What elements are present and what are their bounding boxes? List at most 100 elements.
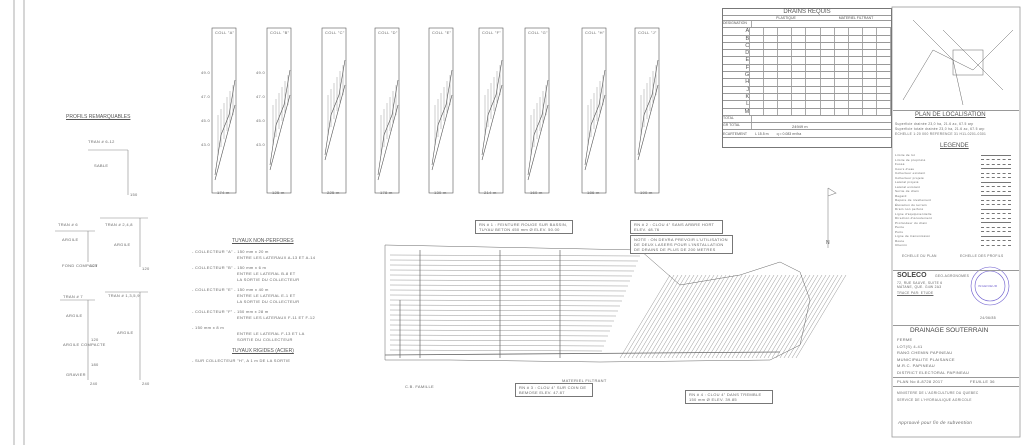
collector-profile-label: COLL "B" [270,30,290,35]
legend-item: Direction d'écoulement [895,216,1019,221]
lateral-drain [389,274,633,277]
row-designation: K [723,93,751,101]
soil-depth: 240 [142,381,150,386]
table-row: G [723,72,891,80]
lateral-drain [663,274,715,359]
lateral-drain [675,274,727,359]
rang-label: RANG CHEMIN PAPINEAU [897,350,953,355]
lateral-drain [727,274,779,359]
lateral-drain [759,274,811,359]
lateral-drain [389,324,613,327]
drains-required-table: DRAINS REQUIS PLASTIQUE MATERIEL FILTRAN… [722,8,892,148]
collector-length: 125 m [272,190,285,195]
location-map [893,10,1019,111]
table-row: H [723,79,891,87]
collector-profile-label: COLL "F" [482,30,502,35]
legend-item: Cours d'eau [895,167,1019,172]
collector-profile-label: COLL "H" [585,30,605,35]
legend-symbol [981,190,1011,192]
lateral-drain [647,274,699,359]
drain-profile-line [637,84,659,161]
legend-symbol [981,168,1011,170]
legend-symbol [981,163,1011,165]
laser-note: NOTE : ON DEVRA PREVOIR L'UTILISATION DE… [630,235,733,254]
row-designation: M [723,108,751,115]
legend-item: Chemin [895,243,1019,248]
field-boundary [384,244,811,363]
profile-frame [374,27,400,194]
legend-label: Pente [895,225,905,230]
benchmark-note-3: RN # 3 : CLOU 4" SUR COIN DE BEMOSE ELEV… [515,383,593,397]
signature-date: 24/06/85 [980,316,997,320]
lateral-drain [667,274,719,359]
legend-item: Élévation du terrain [895,203,1019,208]
legend-label: Collecteur existant [895,171,926,176]
pipe-notes-title: TUYAUX NON-PERFORES [232,238,294,244]
soil-layer: ARGILE COMPACTE [63,342,106,347]
soil-depth: 120 [90,263,98,268]
benchmark-note-2: RN # 2 : CLOU 4" SANS ARBRE HORT ELEV. 4… [630,220,723,234]
lateral-drain [389,319,615,322]
lateral-drain [389,279,631,282]
elevation-tick: 47.0 [201,94,210,99]
elevation-tick: 49.0 [201,70,210,75]
legend-label: Ligne d'équipotentielle [895,211,932,216]
pipe-note-line: - COLLECTEUR "F" - 150 mm x 28 m [192,309,269,314]
pipe-note-line: ENTRE LE LATERAL B-8 ET [237,271,296,276]
location-scale: ECHELLE 1:20 000 REFERENCE 31 H11-0201-0… [895,132,987,136]
soil-layer: ARGILE [114,242,131,247]
soil-depth-mark: 120 [91,337,99,342]
plastique-header: PLASTIQUE [776,16,796,20]
legend-label: Élévation du terrain [895,202,927,207]
lateral-drain [389,349,603,352]
lateral-drain [795,274,847,359]
pipe-note-line: ENTRE LE LATERAL E-1 ET [237,293,296,298]
lateral-drain [747,274,799,359]
firm-city: MATANE, QUE. G4W 2A3 [897,285,942,289]
elevation-tick: 45.0 [256,118,265,123]
legend-item: Fossé [895,162,1019,167]
lateral-drain [389,264,637,267]
legend-item: Limite de lot [895,153,1019,158]
profile-frame [211,27,237,194]
legend-symbol [981,226,1011,228]
lateral-drain [683,274,735,359]
legend-symbol [981,172,1011,174]
legend-item: Latéral projeté [895,180,1019,185]
table-row: D [723,50,891,58]
elevation-tick: 49.0 [256,70,265,75]
drain-profile-line [214,104,236,181]
legend-label: Route [895,238,905,243]
collector-profile-label: COLL "C" [325,30,345,35]
profile-frame [321,27,347,194]
legend-label: Puits [895,229,904,234]
legend-item: Limite de propriété [895,158,1019,163]
table-row: J [723,86,891,94]
row-designation: E [723,57,751,64]
drain-profile-line [324,84,346,161]
legend-symbol [981,177,1011,179]
legend-item: Route [895,239,1019,244]
legend-item: Ligne d'équipotentielle [895,212,1019,217]
row-designation: J [723,86,751,93]
legend-symbol [981,186,1011,188]
soil-layer: FOND COMPACT [62,263,98,268]
legend-item: Collecteur projeté [895,176,1019,181]
lateral-drain [775,274,827,359]
legend-label: Fossé [895,162,905,167]
location-map-drawing [902,19,1014,106]
collector-profile-label: COLL "G" [528,30,548,35]
lateral-drain [791,274,843,359]
lateral-drain [651,274,703,359]
drawn-by: TRACE PAR: ETUDE [897,291,934,295]
spacing-label: ECARTEMENT [723,131,748,136]
filter-material-label: MATERIEL FILTRANT [562,378,607,383]
legend-symbol [981,204,1011,206]
profile-frame [478,27,504,194]
legend-label: Collecteur projeté [895,175,924,180]
lateral-drain [389,314,617,317]
lateral-drain [691,274,743,359]
lateral-drain [631,274,683,359]
soil-depth: 120 [142,266,150,271]
